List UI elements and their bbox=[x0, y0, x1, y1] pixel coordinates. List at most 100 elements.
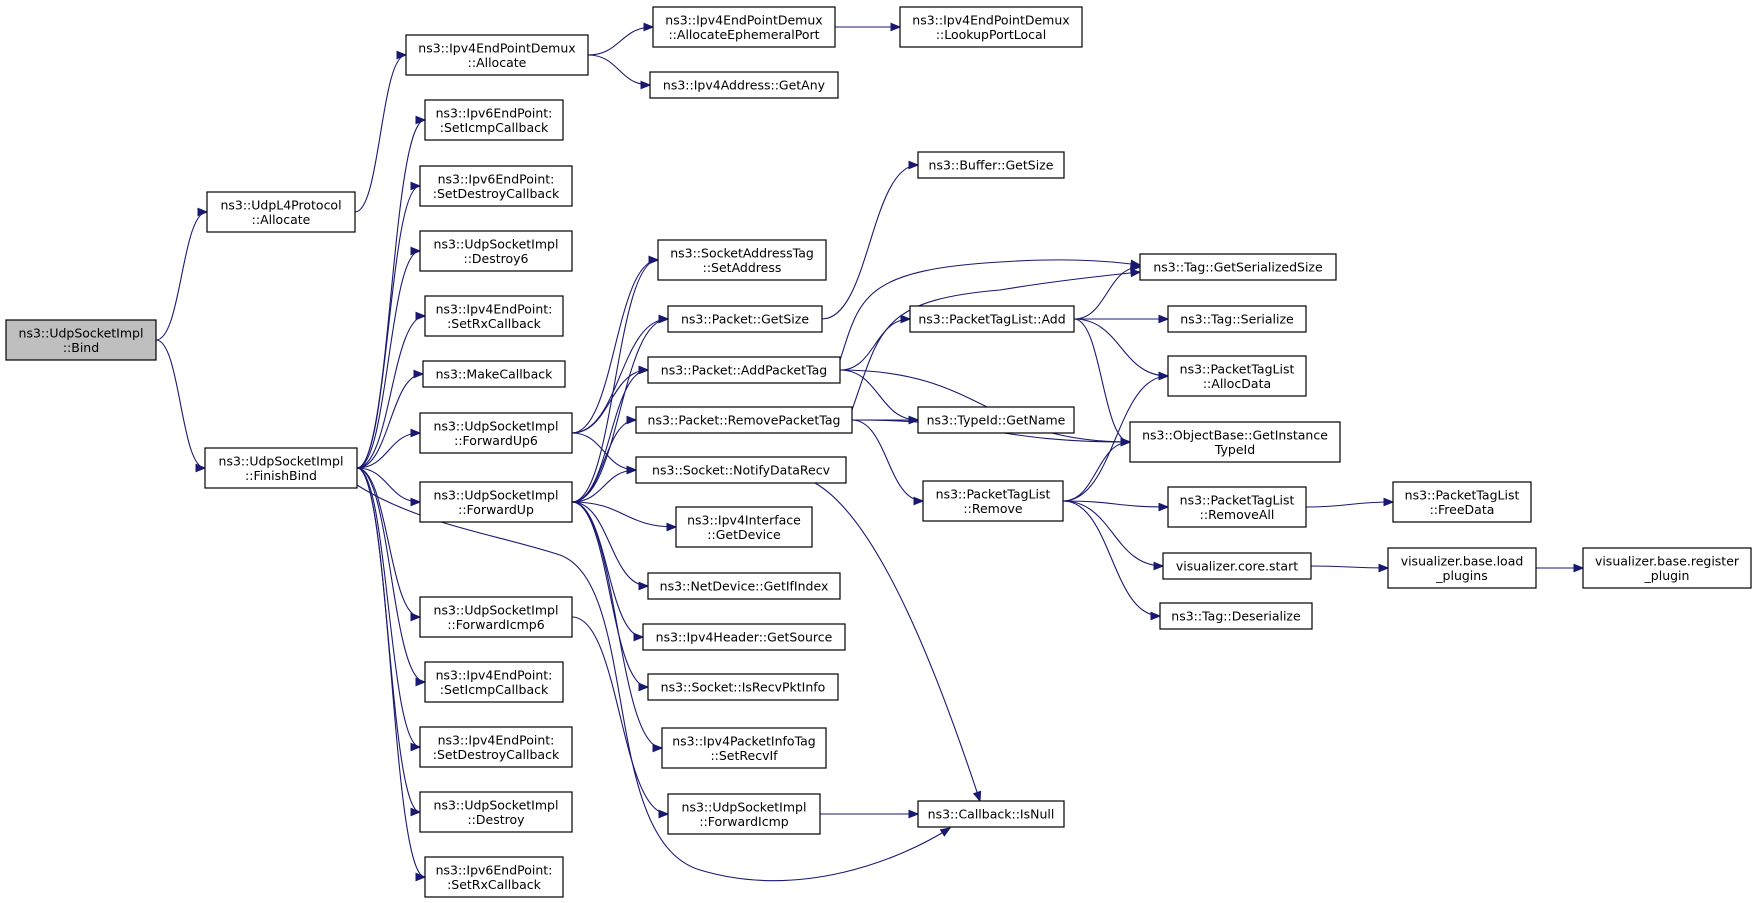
node-box[interactable] bbox=[1167, 355, 1307, 397]
node-forwardicmp6[interactable]: ns3::UdpSocketImpl::ForwardIcmp6 bbox=[419, 596, 573, 638]
node-tag-serialize[interactable]: ns3::Tag::Serialize bbox=[1167, 305, 1307, 333]
node-packet-removetag[interactable]: ns3::Packet::RemovePacketTag bbox=[635, 406, 853, 434]
node-box[interactable] bbox=[899, 6, 1083, 48]
node-box[interactable] bbox=[635, 406, 853, 434]
node-viz-base-register[interactable]: visualizer.base.register_plugin bbox=[1582, 547, 1752, 589]
node-label: ns3::UdpSocketImpl bbox=[434, 602, 559, 617]
node-finishbind[interactable]: ns3::UdpSocketImpl::FinishBind bbox=[204, 447, 358, 489]
node-box[interactable] bbox=[1167, 486, 1307, 528]
node-box[interactable] bbox=[419, 481, 573, 523]
node-box[interactable] bbox=[647, 356, 841, 384]
node-box[interactable] bbox=[649, 71, 839, 99]
node-box[interactable] bbox=[419, 791, 573, 833]
node-box[interactable] bbox=[419, 230, 573, 272]
node-box[interactable] bbox=[204, 447, 358, 489]
edge-line bbox=[839, 369, 1131, 443]
node-ptl-freedata[interactable]: ns3::PacketTagList::FreeData bbox=[1392, 481, 1532, 523]
node-box[interactable] bbox=[657, 239, 827, 281]
node-box[interactable] bbox=[667, 793, 821, 835]
node-box[interactable] bbox=[642, 623, 846, 651]
node-box[interactable] bbox=[652, 6, 836, 48]
node-netdev-getifindex[interactable]: ns3::NetDevice::GetIfIndex bbox=[647, 572, 841, 600]
node-box[interactable] bbox=[419, 726, 573, 768]
node-box[interactable] bbox=[1129, 421, 1341, 463]
node-ipv6ep-seticmp[interactable]: ns3::Ipv6EndPoint::SetIcmpCallback bbox=[424, 99, 564, 141]
node-ipv4hdr-getsource[interactable]: ns3::Ipv4Header::GetSource bbox=[642, 623, 846, 651]
edge-finishbind-to-forwardicmp6 bbox=[356, 467, 422, 622]
node-socket-notify[interactable]: ns3::Socket::NotifyDataRecv bbox=[635, 456, 847, 484]
node-tag-getserialsize[interactable]: ns3::Tag::GetSerializedSize bbox=[1139, 253, 1337, 281]
node-box[interactable] bbox=[917, 151, 1065, 179]
node-box[interactable] bbox=[1387, 547, 1537, 589]
node-ipv4ep-setdestroy[interactable]: ns3::Ipv4EndPoint::SetDestroyCallback bbox=[419, 726, 573, 768]
node-box[interactable] bbox=[661, 727, 827, 769]
node-box[interactable] bbox=[422, 360, 566, 388]
node-box[interactable] bbox=[909, 305, 1075, 333]
node-box[interactable] bbox=[917, 406, 1075, 434]
node-ipv6ep-setdestroy[interactable]: ns3::Ipv6EndPoint::SetDestroyCallback bbox=[419, 165, 573, 207]
node-packet-addtag[interactable]: ns3::Packet::AddPacketTag bbox=[647, 356, 841, 384]
node-ptl-allocdata[interactable]: ns3::PacketTagList::AllocData bbox=[1167, 355, 1307, 397]
node-ipv4ep-setrx[interactable]: ns3::Ipv4EndPoint::SetRxCallback bbox=[424, 295, 564, 337]
node-box[interactable] bbox=[5, 319, 157, 361]
node-box[interactable] bbox=[206, 191, 356, 233]
node-bind[interactable]: ns3::UdpSocketImpl::Bind bbox=[5, 319, 157, 361]
node-ipv4epd-allocate[interactable]: ns3::Ipv4EndPointDemux::Allocate bbox=[405, 34, 589, 76]
node-forwardup6[interactable]: ns3::UdpSocketImpl::ForwardUp6 bbox=[419, 412, 573, 454]
node-packet-getsize[interactable]: ns3::Packet::GetSize bbox=[667, 305, 823, 333]
edge-forwardup-to-ipv4pktinfo_setrecvif bbox=[571, 501, 664, 753]
node-forwardup[interactable]: ns3::UdpSocketImpl::ForwardUp bbox=[419, 481, 573, 523]
node-ipv4pktinfo-setrecvif[interactable]: ns3::Ipv4PacketInfoTag::SetRecvIf bbox=[661, 727, 827, 769]
node-box[interactable] bbox=[424, 99, 564, 141]
node-box[interactable] bbox=[635, 456, 847, 484]
node-sockaddrtag-set[interactable]: ns3::SocketAddressTag::SetAddress bbox=[657, 239, 827, 281]
edge-line bbox=[356, 373, 424, 469]
node-udp-forwardicmp[interactable]: ns3::UdpSocketImpl::ForwardIcmp bbox=[667, 793, 821, 835]
node-ipv4epd-alloceph[interactable]: ns3::Ipv4EndPointDemux::AllocateEphemera… bbox=[652, 6, 836, 48]
node-buffer-getsize[interactable]: ns3::Buffer::GetSize bbox=[917, 151, 1065, 179]
node-viz-core-start[interactable]: visualizer.core.start bbox=[1162, 552, 1312, 580]
node-ipv4if-getdevice[interactable]: ns3::Ipv4Interface::GetDevice bbox=[675, 506, 813, 548]
node-ptl-remove[interactable]: ns3::PacketTagList::Remove bbox=[922, 480, 1064, 522]
node-ipv4ep-seticmp[interactable]: ns3::Ipv4EndPoint::SetIcmpCallback bbox=[424, 661, 564, 703]
node-box[interactable] bbox=[922, 480, 1064, 522]
node-ptl-removeall[interactable]: ns3::PacketTagList::RemoveAll bbox=[1167, 486, 1307, 528]
node-typeid-getname[interactable]: ns3::TypeId::GetName bbox=[917, 406, 1075, 434]
node-box[interactable] bbox=[424, 661, 564, 703]
edge-line bbox=[1073, 318, 1131, 443]
node-ipv4addr-getany[interactable]: ns3::Ipv4Address::GetAny bbox=[649, 71, 839, 99]
node-box[interactable] bbox=[419, 165, 573, 207]
node-box[interactable] bbox=[419, 412, 573, 454]
node-box[interactable] bbox=[647, 673, 839, 701]
node-callback-isnull[interactable]: ns3::Callback::IsNull bbox=[917, 800, 1065, 828]
node-box[interactable] bbox=[675, 506, 813, 548]
node-udp-destroy6[interactable]: ns3::UdpSocketImpl::Destroy6 bbox=[419, 230, 573, 272]
node-box[interactable] bbox=[1162, 552, 1312, 580]
node-tag-deserialize[interactable]: ns3::Tag::Deserialize bbox=[1159, 602, 1313, 630]
edge-packet_addtag-to-ptl_add bbox=[839, 314, 912, 371]
node-box[interactable] bbox=[1392, 481, 1532, 523]
node-socket-isrecvpktinfo[interactable]: ns3::Socket::IsRecvPktInfo bbox=[647, 673, 839, 701]
node-box[interactable] bbox=[1159, 602, 1313, 630]
node-box[interactable] bbox=[647, 572, 841, 600]
node-box[interactable] bbox=[917, 800, 1065, 828]
edge-ptl_remove-to-tag_deserialize bbox=[1062, 500, 1162, 621]
node-box[interactable] bbox=[1139, 253, 1337, 281]
node-udp-destroy[interactable]: ns3::UdpSocketImpl::Destroy bbox=[419, 791, 573, 833]
arrowhead-icon bbox=[410, 246, 422, 256]
node-box[interactable] bbox=[1582, 547, 1752, 589]
node-ipv6ep-setrx[interactable]: ns3::Ipv6EndPoint::SetRxCallback bbox=[424, 856, 564, 898]
node-box[interactable] bbox=[405, 34, 589, 76]
node-viz-base-load[interactable]: visualizer.base.load_plugins bbox=[1387, 547, 1537, 589]
node-box[interactable] bbox=[667, 305, 823, 333]
node-ipv4epd-lookup[interactable]: ns3::Ipv4EndPointDemux::LookupPortLocal bbox=[899, 6, 1083, 48]
node-box[interactable] bbox=[424, 856, 564, 898]
node-label: ns3::Ipv6EndPoint: bbox=[438, 171, 555, 186]
node-udpl4-allocate[interactable]: ns3::UdpL4Protocol::Allocate bbox=[206, 191, 356, 233]
node-ptl-add[interactable]: ns3::PacketTagList::Add bbox=[909, 305, 1075, 333]
node-box[interactable] bbox=[419, 596, 573, 638]
node-box[interactable] bbox=[424, 295, 564, 337]
node-makecallback[interactable]: ns3::MakeCallback bbox=[422, 360, 566, 388]
node-box[interactable] bbox=[1167, 305, 1307, 333]
